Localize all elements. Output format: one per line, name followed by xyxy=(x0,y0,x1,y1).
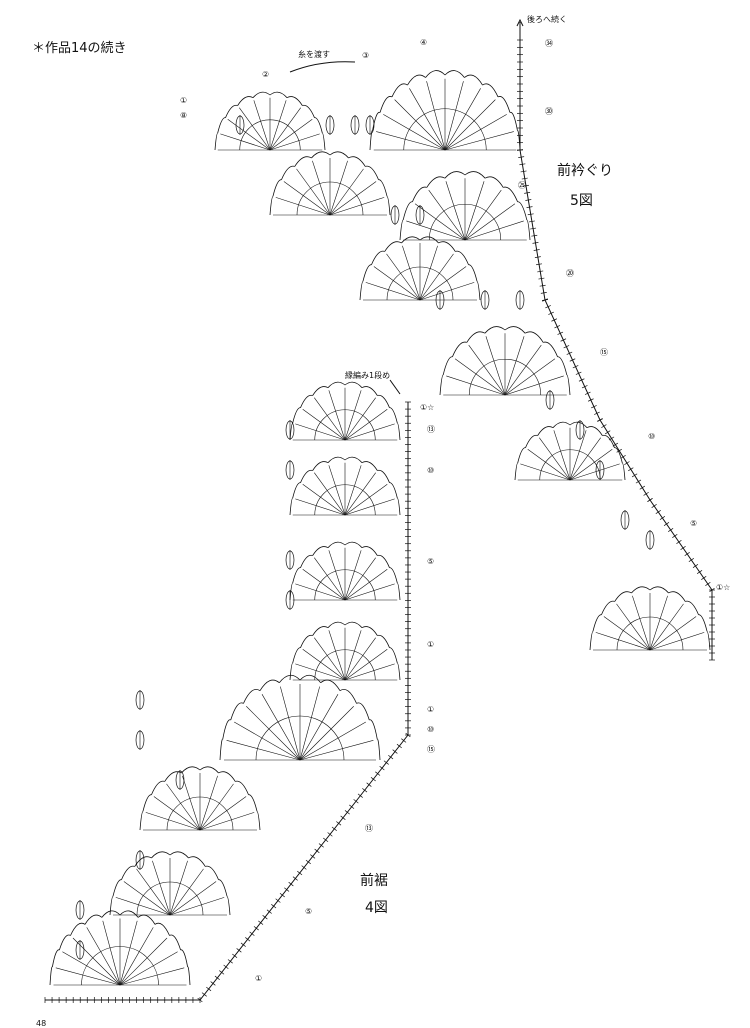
hem-marker-7: ⑩ xyxy=(427,725,434,734)
fan-motif xyxy=(399,171,531,241)
row-marker-right-20: ⑳ xyxy=(566,269,574,278)
hem-edge-chain xyxy=(45,402,409,1001)
fan-motif xyxy=(289,621,401,681)
fan-motif xyxy=(269,151,391,216)
row-marker-right-10: ⑩ xyxy=(648,432,655,441)
fan-motif xyxy=(219,674,381,761)
row-marker-right-25: ㉕ xyxy=(518,181,526,190)
fan-motif xyxy=(289,456,401,516)
cluster-motif xyxy=(175,770,185,790)
fan-motif xyxy=(514,421,626,481)
cluster-motif xyxy=(390,205,400,225)
neckline-caption-title: 前衿ぐり xyxy=(557,162,613,179)
cluster-motif xyxy=(545,390,555,410)
hem-chart: 縁編み1段め ①☆ ⑬ ⑩ ⑤ ① ① ⑩ ⑮ ⑬ ⑤ ① 前裾 4図 xyxy=(44,370,435,1003)
cluster-motif xyxy=(285,420,295,440)
continue-label: 後ろへ続く xyxy=(527,14,567,24)
hem-marker-3: ⑩ xyxy=(427,466,434,475)
row-marker-top-2: ③ xyxy=(362,51,369,60)
cluster-motif xyxy=(620,510,630,530)
fan-motif xyxy=(439,326,571,396)
hem-marker-2: ⑬ xyxy=(427,425,435,434)
hem-marker-10: ⑤ xyxy=(305,907,312,916)
fan-motif xyxy=(359,236,481,301)
hem-caption-figure: 4図 xyxy=(365,900,388,916)
neckline-chart: 後ろへ続く 糸を渡す ② ③ ④ ① ⑧ ㉞ ㉚ ㉕ ⑳ ⑮ ⑩ ⑤ ①☆ 前衿… xyxy=(180,14,730,661)
cluster-motif xyxy=(75,940,85,960)
start-arrow-icon xyxy=(389,379,401,395)
row-marker-top-1: ② xyxy=(262,70,269,79)
cluster-motif xyxy=(135,690,145,710)
hem-marker-11: ① xyxy=(255,974,262,983)
fan-motif xyxy=(369,70,521,151)
hem-marker-4: ⑤ xyxy=(427,557,434,566)
hem-marker-5: ① xyxy=(427,640,434,649)
row-marker-right-30: ㉚ xyxy=(545,107,553,116)
hem-marker-1: ①☆ xyxy=(420,403,434,412)
fan-motif xyxy=(214,91,326,151)
fan-motif xyxy=(49,910,191,986)
yarn-carry-line xyxy=(289,61,356,73)
row-marker-top-3: ④ xyxy=(420,38,427,47)
cluster-motif xyxy=(285,550,295,570)
neckline-caption-figure: 5図 xyxy=(570,193,593,209)
row-marker-right-5: ⑤ xyxy=(690,519,697,528)
fan-motif xyxy=(289,381,401,441)
chain-ticks xyxy=(44,401,411,1003)
row-marker-left-1: ① xyxy=(180,96,187,105)
arrowhead-icon xyxy=(516,18,524,27)
fan-motif xyxy=(139,766,261,831)
continuation-note: ＊作品14の続き xyxy=(32,41,127,56)
hem-fan-stitches xyxy=(44,381,411,1003)
hem-marker-6: ① xyxy=(427,705,434,714)
row-marker-right-15: ⑮ xyxy=(600,348,608,357)
row-marker-right-34: ㉞ xyxy=(545,39,553,48)
page-number: 48 xyxy=(36,1019,46,1028)
fan-motif xyxy=(109,851,231,916)
cluster-motif xyxy=(515,290,525,310)
cluster-motif xyxy=(575,420,585,440)
cluster-motif xyxy=(235,115,245,135)
cluster-motif xyxy=(480,290,490,310)
yarn-note: 糸を渡す xyxy=(298,49,330,59)
fan-motif xyxy=(589,586,711,651)
cluster-motif xyxy=(595,460,605,480)
row-marker-right-1: ①☆ xyxy=(716,583,730,592)
edging-start-label: 縁編み1段め xyxy=(345,370,390,380)
cluster-motif xyxy=(645,530,655,550)
hem-marker-8: ⑮ xyxy=(427,745,435,754)
cluster-motif xyxy=(325,115,335,135)
cluster-motif xyxy=(135,730,145,750)
cluster-motif xyxy=(435,290,445,310)
cluster-motif xyxy=(135,850,145,870)
cluster-motif xyxy=(285,590,295,610)
cluster-motif xyxy=(350,115,360,135)
row-marker-left-2: ⑧ xyxy=(180,111,187,120)
hem-caption-title: 前裾 xyxy=(360,872,388,889)
cluster-motif xyxy=(415,205,425,225)
cluster-motif xyxy=(75,900,85,920)
fan-motif xyxy=(289,541,401,601)
cluster-motif xyxy=(365,115,375,135)
cluster-motif xyxy=(285,460,295,480)
hem-marker-9: ⑬ xyxy=(365,824,373,833)
chain-ticks xyxy=(516,39,715,661)
neckline-fan-stitches xyxy=(214,39,715,661)
neckline-edge-chain xyxy=(519,40,713,660)
